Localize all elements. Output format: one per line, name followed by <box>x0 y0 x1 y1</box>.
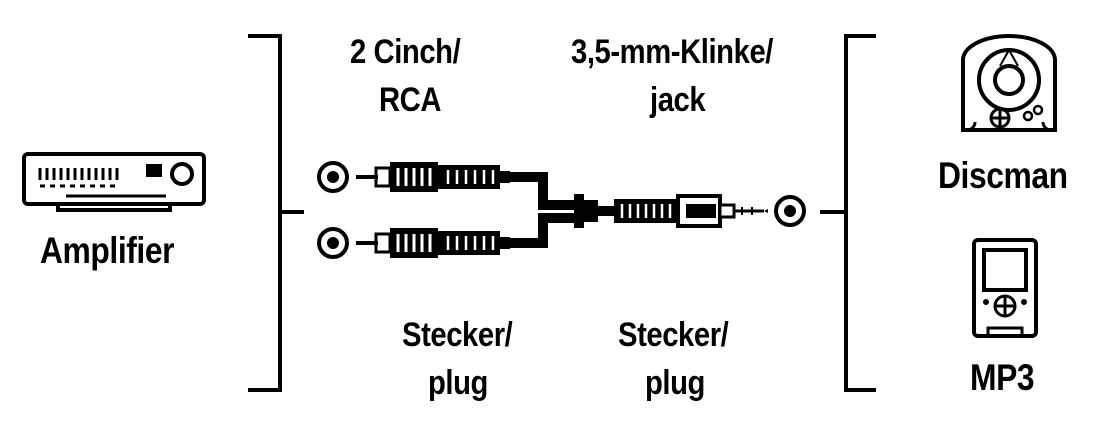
amplifier-icon <box>22 152 206 212</box>
mp3-label: MP3 <box>970 357 1035 398</box>
rca-plug-icon <box>356 228 510 258</box>
splitter <box>574 194 584 228</box>
discman-icon <box>961 34 1057 132</box>
mp3-player-icon <box>972 238 1038 338</box>
rca-plug-icon <box>356 162 510 192</box>
left-bracket <box>248 34 304 392</box>
jack-label-line2: jack <box>650 81 706 119</box>
socket-icon <box>774 195 806 227</box>
jack-label-line1: 3,5-mm-Klinke/ <box>571 33 773 71</box>
socket-icon <box>317 227 349 259</box>
rca-label-line1: 2 Cinch/ <box>350 33 461 71</box>
socket-icon <box>317 161 349 193</box>
plug-left-label-line1: Stecker/ <box>402 316 513 354</box>
y-cable <box>508 172 578 248</box>
plug-right-label-line1: Stecker/ <box>618 316 729 354</box>
rca-label-line2: RCA <box>379 81 442 119</box>
plug-left-label-line2: plug <box>428 364 488 402</box>
plug-right-label-line2: plug <box>645 364 705 402</box>
right-bracket <box>820 34 876 392</box>
discman-label: Discman <box>938 155 1068 196</box>
jack-plug-icon <box>598 194 768 228</box>
amplifier-label: Amplifier <box>40 230 175 271</box>
